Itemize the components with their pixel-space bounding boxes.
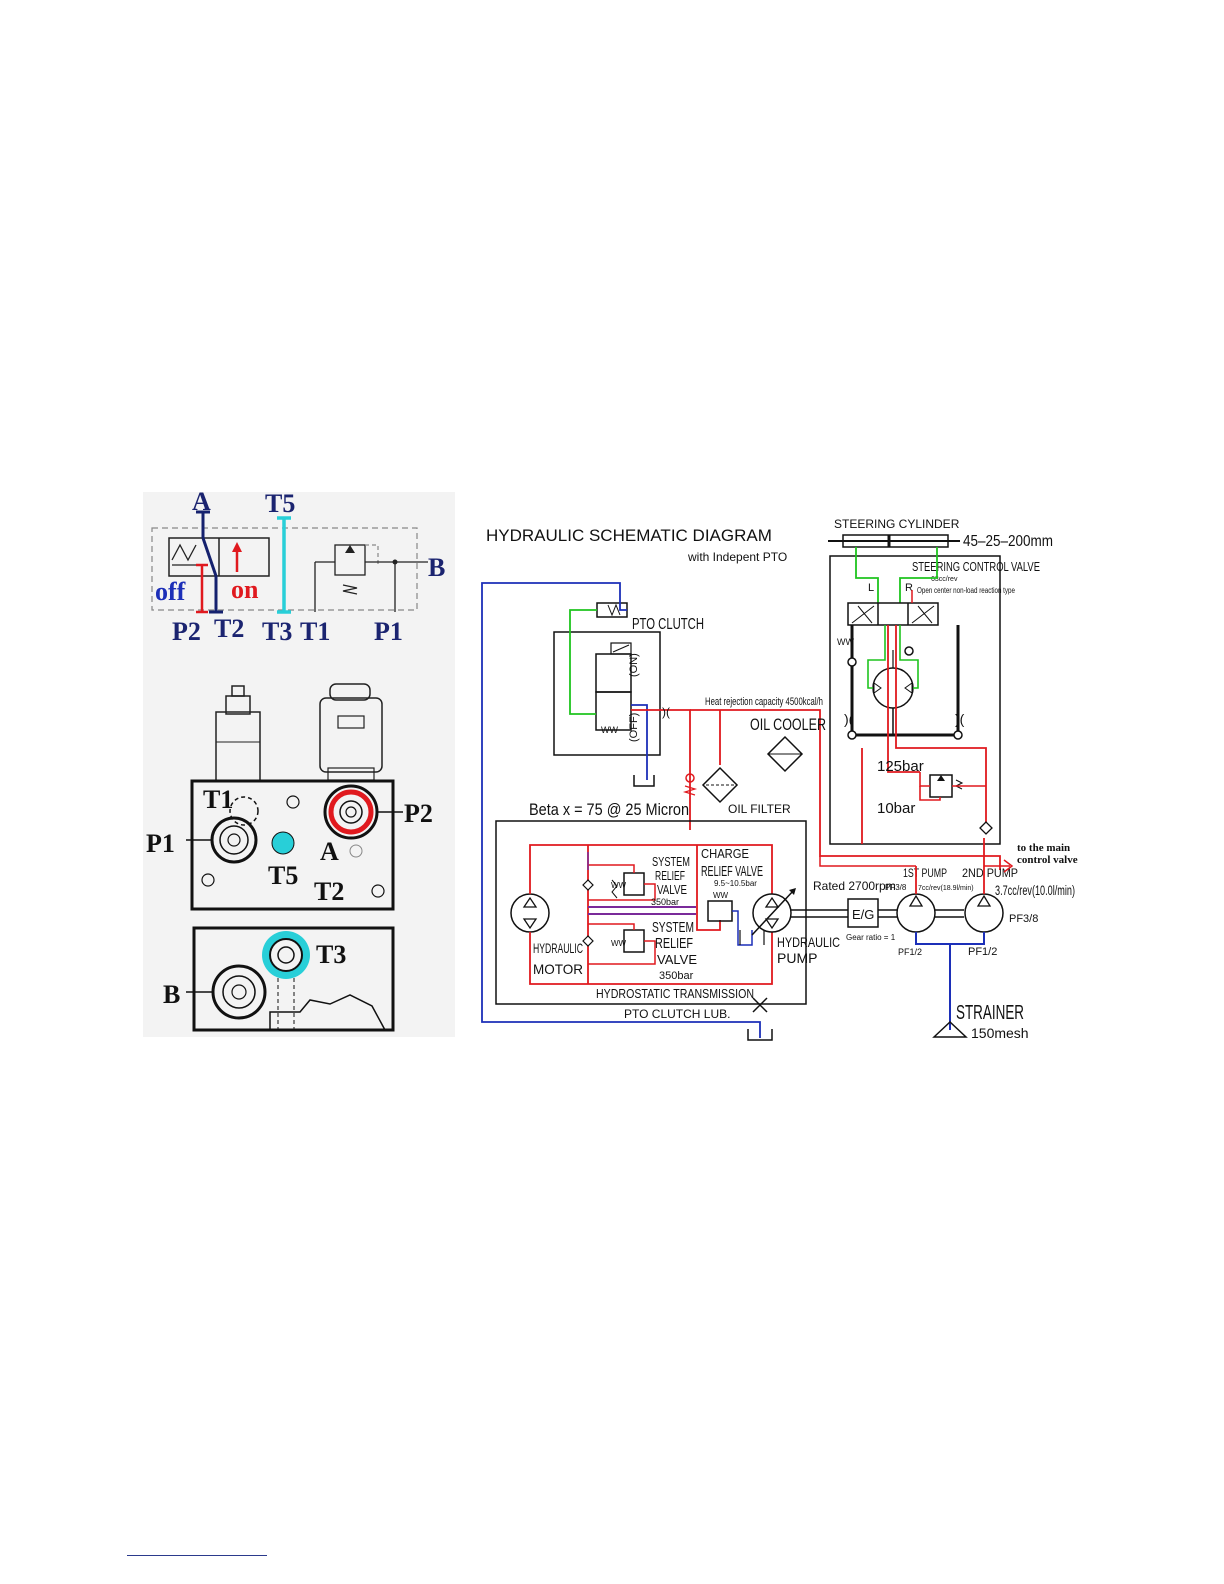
to-main-label-1: to the main (1017, 842, 1070, 854)
pf12-a-label: PF1/2 (898, 947, 922, 957)
pump2-label: 2ND PUMP (962, 866, 1018, 880)
block-a-label: A (320, 837, 339, 866)
steering-cylinder-label: STEERING CYLINDER (834, 517, 960, 531)
schematic-subtitle: with Indepent PTO (687, 550, 787, 564)
charge-relief-pressure: 9.5~10.5bar (714, 879, 757, 888)
svg-text:WW: WW (601, 725, 618, 735)
motor-label-2: MOTOR (533, 961, 583, 977)
sys-relief-1-l2: RELIEF (655, 868, 685, 883)
svg-text:)(: )( (662, 705, 670, 719)
svg-text:WW: WW (713, 891, 729, 900)
beta-label: Beta x = 75 @ 25 Micron (529, 800, 689, 819)
steering-valve-disp: 63cc/rev (931, 576, 958, 583)
gear-ratio-label: Gear ratio = 1 (846, 933, 896, 942)
valve-block: T1 P2 P1 T5 A T2 T3 B (146, 683, 433, 1032)
port-t5-label: T5 (265, 489, 295, 518)
port-t2-label: T2 (214, 614, 244, 643)
pto-lub-label: PTO CLUTCH LUB. (624, 1007, 730, 1021)
sys-relief-2-l1: SYSTEM (652, 919, 694, 936)
sys-relief-1-l1: SYSTEM (652, 854, 690, 869)
block-t3-label: T3 (316, 940, 346, 969)
motor-label-1: HYDRAULIC (533, 940, 583, 956)
relief-125-label: 125bar (877, 758, 924, 775)
hydraulic-schematic: HYDRAULIC SCHEMATIC DIAGRAM with Indepen… (481, 517, 1078, 1041)
oil-cooler-label: OIL COOLER (750, 715, 826, 734)
relief-10-label: 10bar (877, 800, 915, 817)
svg-text:WW: WW (611, 881, 627, 890)
sys-relief-2-l2: RELIEF (655, 935, 693, 952)
charge-relief-l1: CHARGE (701, 846, 749, 861)
pump2-disp-label: 3.7cc/rev(10.0l/min) (995, 882, 1075, 898)
schematic-title: HYDRAULIC SCHEMATIC DIAGRAM (486, 526, 772, 545)
engine-label: E/G (852, 907, 874, 922)
port-p2-label: P2 (172, 617, 201, 646)
block-t2-label: T2 (314, 877, 344, 906)
port-t1-label: T1 (300, 617, 330, 646)
footnote-separator (127, 1555, 267, 1556)
port-p1-label: P1 (374, 617, 403, 646)
port-b-label: B (428, 553, 445, 582)
sys-relief-1-l3: VALVE (657, 882, 687, 897)
heat-rejection-label: Heat rejection capacity 4500kcal/h (705, 696, 823, 708)
pump1-disp-label: 7cc/rev(18.9l/min) (918, 885, 974, 892)
steering-valve-label: STEERING CONTROL VALVE (912, 559, 1040, 574)
pf38-a-label: PF3/8 (885, 883, 907, 892)
pf12-b-label: PF1/2 (968, 946, 997, 958)
pto-off-label: (OFF) (628, 713, 640, 742)
svg-text:WW: WW (837, 637, 854, 647)
sys-relief-2-l3: VALVE (657, 952, 697, 967)
on-label: on (231, 575, 259, 604)
right-port-label: R (905, 582, 913, 594)
svg-text:WW: WW (611, 939, 627, 948)
pto-clutch-label: PTO CLUTCH (632, 616, 704, 633)
sys-relief-2-pressure: 350bar (659, 970, 694, 982)
block-p2-label: P2 (404, 799, 433, 828)
pump1-label: 1ST PUMP (903, 866, 947, 880)
off-label: off (155, 577, 186, 606)
svg-text:)(: )( (955, 711, 965, 727)
pump-label-2: PUMP (777, 950, 817, 966)
pf38-b-label: PF3/8 (1009, 913, 1038, 925)
left-port-label: L (868, 582, 874, 594)
cylinder-size-label: 45–25–200mm (963, 533, 1053, 550)
port-a-label: A (192, 487, 211, 516)
to-main-label-2: control valve (1017, 854, 1078, 866)
svg-text:)(: )( (844, 711, 854, 727)
oil-filter-label: OIL FILTER (728, 802, 791, 816)
block-b-label: B (163, 980, 180, 1009)
rated-label: Rated 2700rpm (813, 879, 896, 893)
charge-relief-l2: RELIEF VALVE (701, 863, 763, 880)
pump-label-1: HYDRAULIC (777, 934, 840, 950)
hst-label: HYDROSTATIC TRANSMISSION (596, 986, 754, 1001)
block-p1-label: P1 (146, 829, 175, 858)
strainer-label: STRAINER (956, 1002, 1024, 1024)
steering-cylinder (828, 534, 960, 548)
pto-on-label: (ON) (628, 653, 640, 677)
block-t5-label: T5 (268, 861, 298, 890)
block-t1-label: T1 (203, 785, 233, 814)
steering-valve-type: Open center non-load reaction type (917, 586, 1015, 595)
mesh-label: 150mesh (971, 1025, 1029, 1041)
sys-relief-1-pressure: 350bar (651, 897, 679, 907)
port-t3-label: T3 (262, 617, 292, 646)
